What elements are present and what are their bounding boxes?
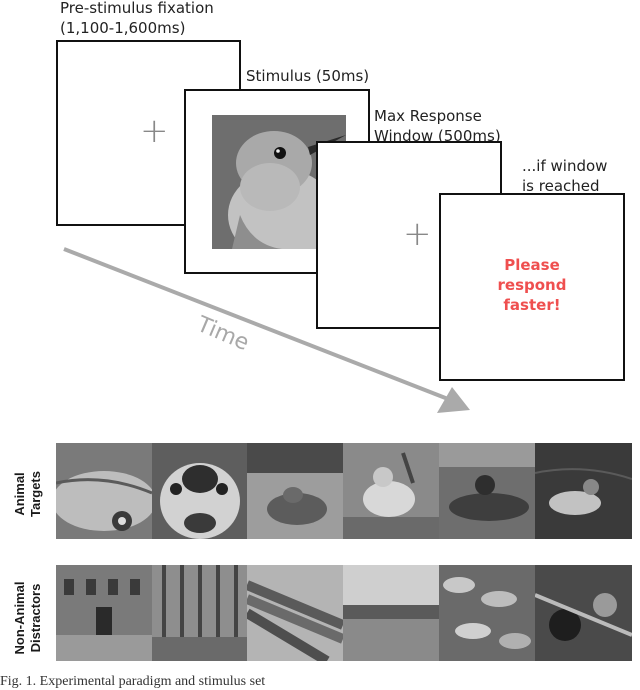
fixation-label: Pre-stimulus fixation (1,100-1,600ms) bbox=[60, 0, 214, 37]
row-label-non-animal-distractors: Non-Animal Distractors bbox=[12, 581, 43, 655]
mechanical-parts-image bbox=[535, 565, 632, 661]
asparagus-image bbox=[247, 565, 343, 661]
time-label: Time bbox=[193, 312, 253, 357]
forest-image bbox=[152, 565, 247, 661]
fish-image bbox=[56, 443, 152, 539]
fixation-cross: + bbox=[140, 111, 169, 151]
fixation-cross: + bbox=[403, 214, 432, 254]
lake-image bbox=[343, 565, 439, 661]
feedback-message: Please respond faster! bbox=[497, 256, 567, 314]
dog-image bbox=[152, 443, 247, 539]
tortoise-image bbox=[247, 443, 343, 539]
feedback-frame: Please respond faster! bbox=[439, 193, 625, 381]
plants-image bbox=[439, 565, 535, 661]
stimulus-label: Stimulus (50ms) bbox=[246, 67, 370, 85]
duck-image bbox=[535, 443, 632, 539]
figure-caption-fragment: Fig. 1. Experimental paradigm and stimul… bbox=[0, 674, 266, 689]
window-reached-label: ...if window is reached bbox=[522, 157, 608, 195]
response-window-label: Max Response Window (500ms) bbox=[374, 107, 501, 145]
lizard-image bbox=[439, 443, 535, 539]
building-image bbox=[56, 565, 152, 661]
row-label-animal-targets: Animal Targets bbox=[12, 471, 43, 517]
bird-image bbox=[343, 443, 439, 539]
bird-stimulus-image bbox=[212, 115, 346, 249]
